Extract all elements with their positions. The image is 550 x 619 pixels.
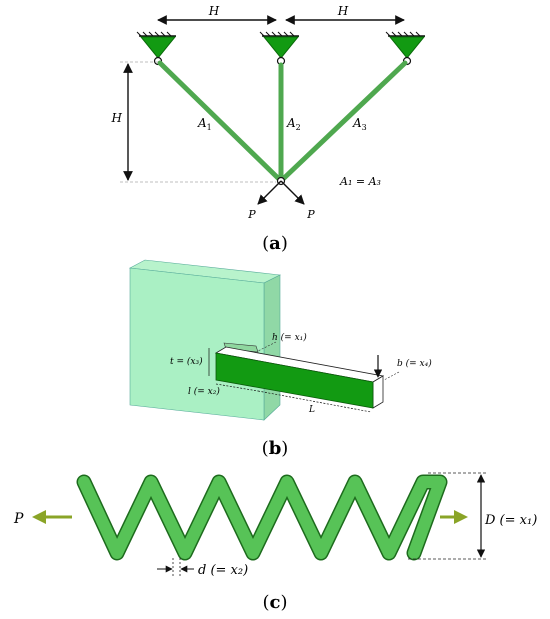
wall-side-face xyxy=(263,274,281,421)
panel-c-spring: P D (= x₁) d (= x₂) (c) xyxy=(13,472,537,613)
load-left-label: P xyxy=(247,208,256,221)
bar-1-label: A1 xyxy=(197,116,212,132)
label-h: h (= x₁) xyxy=(272,332,307,343)
bar-2-label: A2 xyxy=(286,116,301,132)
support-right xyxy=(385,31,426,66)
left-dimension: H xyxy=(111,61,276,183)
support-left xyxy=(136,31,177,66)
L-dimension xyxy=(257,390,372,413)
area-relation-label: A₁ = A₃ xyxy=(339,175,381,188)
load-right-label: P xyxy=(306,208,315,221)
beam-front xyxy=(215,352,374,409)
spring-coil-fill xyxy=(78,476,446,559)
dim-left-label: H xyxy=(111,111,123,125)
support-middle xyxy=(259,31,300,66)
caption-a: (a) xyxy=(262,233,288,254)
bar-3 xyxy=(279,60,408,183)
label-l: l (= x₂) xyxy=(188,386,220,397)
caption-b: (b) xyxy=(262,438,289,459)
label-L: L xyxy=(308,405,315,415)
label-t: t = (x₃) xyxy=(170,356,203,367)
top-dimension-right: H xyxy=(285,4,405,25)
label-b: b (= x₄) xyxy=(397,358,432,369)
panel-a-truss: H H xyxy=(111,4,426,254)
wall-front-face xyxy=(129,267,265,421)
top-dimension-left: H xyxy=(157,4,277,25)
b-leader xyxy=(383,371,400,381)
bar-1 xyxy=(157,60,283,183)
spring-load-label: P xyxy=(13,511,24,527)
load-arrow-right xyxy=(280,180,305,205)
label-d: d (= x₂) xyxy=(198,563,248,578)
spring-left-arrow-head xyxy=(32,510,46,524)
panel-b-welded-beam: h (= x₁) t = (x₃) l (= x₂) L b (= x₄) (b… xyxy=(129,259,432,459)
spring-right-arrow-head xyxy=(454,510,468,524)
dim-top-right-label: H xyxy=(337,4,349,18)
bar-3-label: A3 xyxy=(352,116,367,132)
beam-end xyxy=(372,375,384,409)
label-D: D (= x₁) xyxy=(484,513,537,528)
load-arrow-left xyxy=(257,180,282,205)
caption-c: (c) xyxy=(262,592,287,613)
dim-top-left-label: H xyxy=(208,4,220,18)
l-dimension xyxy=(215,383,259,392)
